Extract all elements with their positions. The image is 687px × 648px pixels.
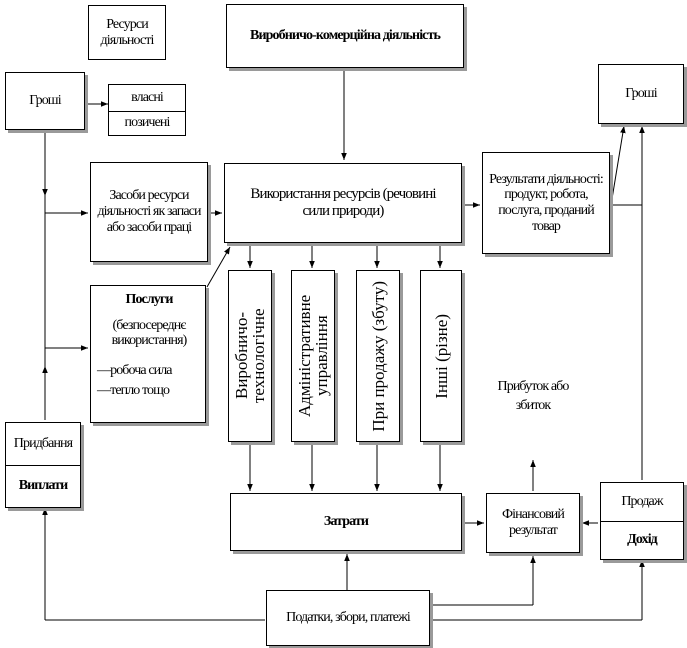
col-other-box: Інші (різне) — [420, 270, 462, 442]
financial-result-label: Фінансовий результат — [502, 507, 565, 538]
sales-cell: Продаж — [601, 483, 683, 522]
services-title: Послуги — [125, 292, 173, 307]
acquisition-cell: Придбання — [6, 423, 80, 466]
sales-label: Продаж — [621, 494, 663, 510]
use-of-resources-box: Використання ресурсів (речовині сили при… — [224, 163, 462, 243]
arrow-results-to-money — [610, 125, 626, 206]
col-sales-label: При продажу (збуту) — [368, 280, 388, 432]
services-item-heat: —тепло тощо — [97, 382, 170, 398]
results-label: Результати діяльності: продукт, робота, … — [489, 171, 604, 234]
col-admin-label: Адміністративне управління — [295, 294, 331, 418]
money-right-box: Гроші — [598, 64, 684, 124]
acquisition-label: Придбання — [13, 436, 73, 452]
costs-label: Затрати — [323, 514, 369, 530]
borrowed-label: позичені — [124, 115, 171, 131]
financial-result-box: Фінансовий результат — [486, 493, 580, 553]
services-subtitle: (безпосереднє використання) — [111, 317, 188, 349]
production-activity-label: Виробничо-комерційна діяльність — [250, 28, 441, 44]
income-cell: Дохід — [601, 521, 683, 559]
own-label: власні — [131, 90, 164, 106]
services-item-labor: —робоча сила — [97, 363, 173, 379]
income-label: Дохід — [627, 532, 658, 548]
production-activity-box: Виробничо-комерційна діяльність — [226, 4, 464, 68]
taxes-label: Податки, збори, платежі — [286, 610, 411, 626]
sales-income-box: Продаж Дохід — [600, 482, 684, 560]
col-admin-box: Адміністративне управління — [291, 270, 335, 442]
resources-header-box: Ресурси діяльності — [88, 5, 166, 60]
profit-label: Прибуток або збиток — [497, 379, 570, 413]
means-box: Засоби ресурси діяльності як запаси або … — [90, 162, 208, 262]
borrowed-cell: позичені — [109, 111, 185, 135]
money-left-label: Гроші — [29, 93, 61, 109]
arrow-services-to-use — [206, 246, 231, 288]
money-right-label: Гроші — [625, 86, 657, 102]
money-left-box: Гроші — [5, 72, 85, 130]
funding-box: власні позичені — [108, 84, 186, 136]
expenses-label: Виплати — [18, 478, 69, 494]
services-box: Послуги (безпосереднє використання) —роб… — [90, 285, 206, 423]
use-of-resources-label: Використання ресурсів (речовині сили при… — [250, 186, 436, 219]
costs-box: Затрати — [230, 493, 462, 551]
col-production-box: Виробничо-технологічне — [228, 270, 272, 442]
resources-header-label: Ресурси діяльності — [100, 16, 155, 48]
col-other-label: Інші (різне) — [431, 313, 451, 399]
taxes-box: Податки, збори, платежі — [266, 590, 430, 646]
acquisition-expenses-box: Придбання Виплати — [5, 422, 81, 508]
means-label: Засоби ресурси діяльності як запаси або … — [97, 188, 201, 235]
expenses-cell: Виплати — [6, 465, 80, 507]
own-cell: власні — [109, 85, 185, 112]
col-sales-box: При продажу (збуту) — [356, 270, 400, 442]
results-box: Результати діяльності: продукт, робота, … — [482, 152, 610, 254]
col-production-label: Виробничо-технологічне — [232, 308, 268, 404]
